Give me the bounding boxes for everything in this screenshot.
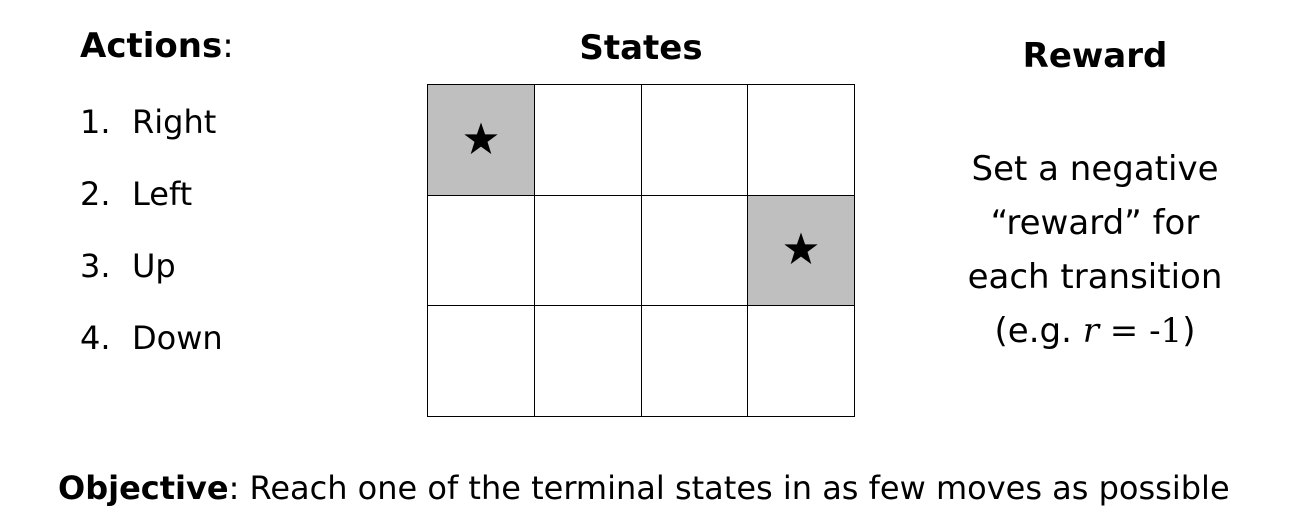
objective-label: Objective [58,469,229,507]
star-icon [464,122,498,154]
state-cell [748,306,855,417]
state-cell [748,85,855,196]
star-icon [784,232,818,265]
reward-example-prefix: (e.g. [994,311,1083,351]
terminal-state-cell [428,85,535,196]
action-number: 3. [80,247,111,285]
state-cell [534,195,642,307]
reward-variable: r [1082,311,1099,351]
states-title: States [579,28,703,68]
objective-text: : Reach one of the terminal states in as… [228,469,1230,507]
reward-line-2: “reward” for [990,203,1200,243]
state-cell [428,306,535,417]
state-grid [427,84,855,417]
state-cell [641,306,749,417]
objective-statement: Objective: Reach one of the terminal sta… [58,466,1230,510]
terminal-state-cell [748,195,855,307]
reward-title: Reward [1022,36,1168,76]
action-label: Up [132,247,176,285]
action-label: Down [132,319,223,357]
action-item-left: 2. Left [80,172,223,244]
action-number: 1. [80,103,111,141]
reward-value: = -1 [1098,311,1183,351]
state-cell [534,306,642,417]
reward-description: Set a negative “reward” for each transit… [940,142,1250,358]
reward-line-4: (e.g. r = -1) [940,304,1250,358]
state-cell [641,85,749,196]
actions-list: 1. Right 2. Left 3. Up 4. Down [80,100,223,388]
state-cell [428,195,535,307]
state-cell [534,85,642,196]
state-cell [641,195,749,307]
reward-line-1: Set a negative [971,149,1219,189]
action-item-down: 4. Down [80,316,223,388]
reward-example-suffix: ) [1182,311,1196,351]
actions-title-label: Actions [80,26,223,66]
action-label: Left [132,175,193,213]
reward-line-3: each transition [967,257,1223,297]
actions-title-colon: : [222,26,234,66]
action-number: 4. [80,319,111,357]
action-label: Right [132,103,217,141]
action-number: 2. [80,175,111,213]
action-item-up: 3. Up [80,244,223,316]
action-item-right: 1. Right [80,100,223,172]
actions-title: Actions: [80,24,234,68]
